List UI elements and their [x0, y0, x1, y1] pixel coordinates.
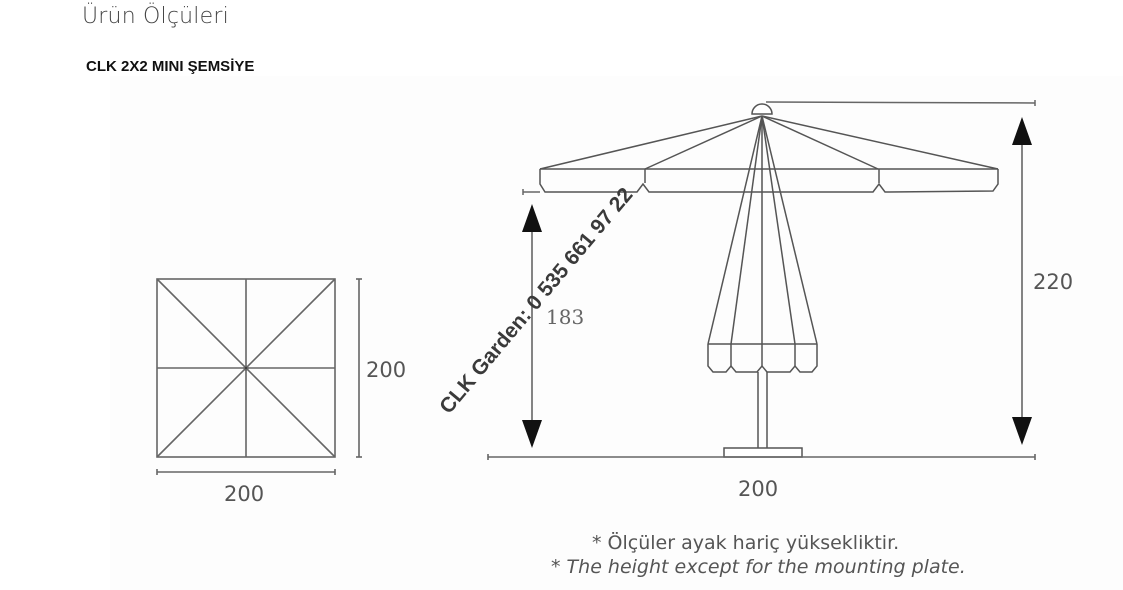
- top-view-width-dimension: [156, 469, 336, 475]
- top-view-width-label: 200: [224, 482, 264, 506]
- total-height-label: 220: [1033, 270, 1073, 294]
- top-view-square: [156, 278, 336, 458]
- top-view-height-dimension: [356, 278, 362, 458]
- canopy-height-dimension: [522, 204, 542, 448]
- total-height-dimension: [1012, 117, 1032, 445]
- side-view-width-label: 200: [738, 477, 778, 501]
- canopy-bottom-reference-line: [522, 189, 540, 195]
- page-title: Ürün Ölçüleri: [82, 4, 229, 29]
- open-canopy: [539, 103, 999, 193]
- top-view-height-label: 200: [366, 358, 406, 382]
- ground-width-dimension: [487, 454, 1036, 460]
- note-english: * The height except for the mounting pla…: [551, 556, 966, 578]
- canopy-height-label: 183: [546, 305, 584, 329]
- product-name: CLK 2X2 MINI ŞEMSİYE: [86, 58, 255, 75]
- top-reference-line: [765, 100, 1036, 106]
- note-turkish: * Ölçüler ayak hariç yüksekliktir.: [592, 531, 899, 554]
- closed-umbrella: [707, 115, 818, 458]
- dimension-diagram: 200 200: [110, 76, 1123, 590]
